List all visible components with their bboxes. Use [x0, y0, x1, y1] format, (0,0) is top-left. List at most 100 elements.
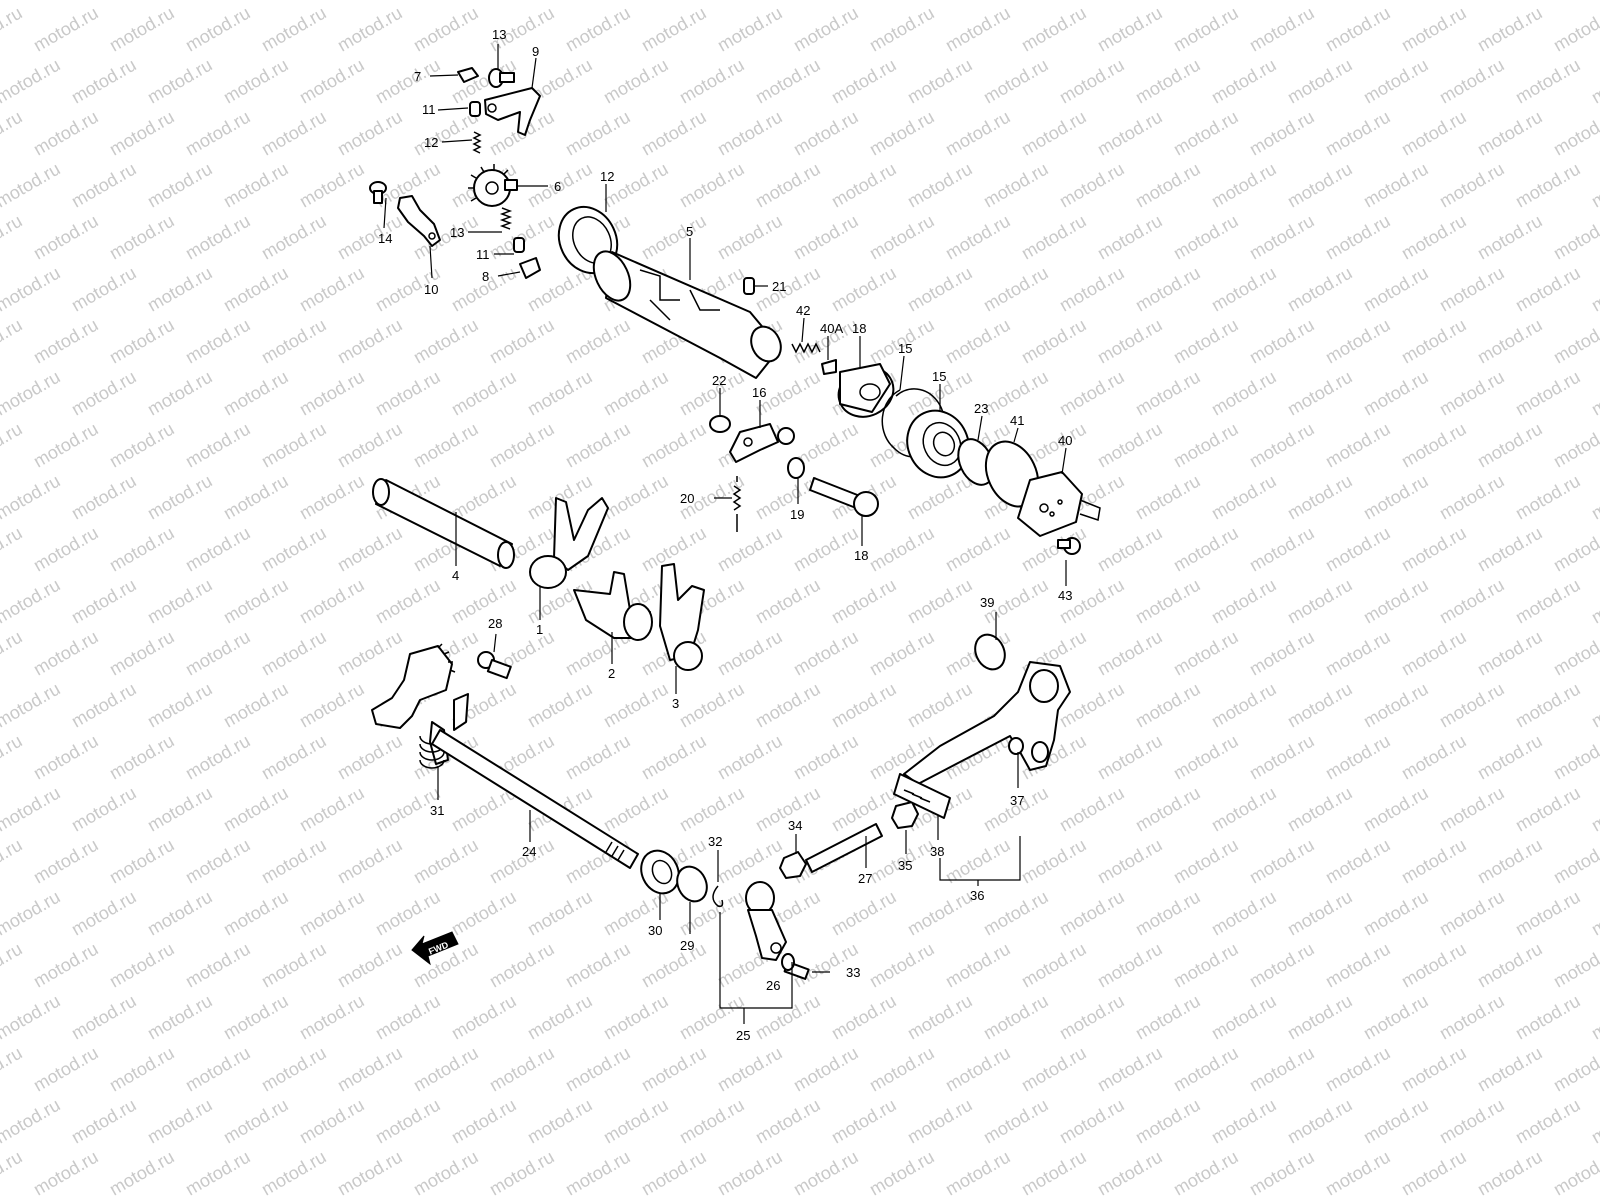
- watermark-text: motod.ru: [942, 939, 1014, 992]
- callout-16: 15: [932, 369, 946, 384]
- watermark-text: motod.ru: [980, 367, 1052, 420]
- callout-43: 41: [1010, 413, 1024, 428]
- watermark-text: motod.ru: [1436, 0, 1508, 3]
- watermark-text: motod.ru: [1094, 627, 1166, 680]
- watermark-text: motod.ru: [1512, 367, 1584, 420]
- watermark-text: motod.ru: [0, 3, 26, 56]
- watermark-text: motod.ru: [1512, 471, 1584, 524]
- watermark-text: motod.ru: [0, 1147, 26, 1200]
- watermark-text: motod.ru: [144, 1095, 216, 1148]
- watermark-text: motod.ru: [562, 1147, 634, 1200]
- watermark-text: motod.ru: [182, 3, 254, 56]
- watermark-text: motod.ru: [296, 367, 368, 420]
- part-23-pin: [743, 277, 755, 295]
- watermark-text: motod.ru: [30, 315, 102, 368]
- watermark-text: motod.ru: [182, 835, 254, 888]
- part-26-gearshift-shaft: [431, 729, 639, 869]
- watermark-text: motod.ru: [1436, 887, 1508, 940]
- part-31-washer: [676, 865, 708, 903]
- watermark-text: motod.ru: [1398, 107, 1470, 160]
- watermark-text: motod.ru: [182, 211, 254, 264]
- watermark-text: motod.ru: [1170, 1147, 1242, 1200]
- watermark-text: motod.ru: [30, 3, 102, 56]
- watermark-text: motod.ru: [714, 835, 786, 888]
- watermark-text: motod.ru: [296, 55, 368, 108]
- watermark-text: motod.ru: [828, 263, 900, 316]
- watermark-text: motod.ru: [410, 1043, 482, 1096]
- watermark-text: motod.ru: [1550, 835, 1600, 888]
- watermark-text: motod.ru: [1094, 211, 1166, 264]
- watermark-text: motod.ru: [1132, 783, 1204, 836]
- watermark-text: motod.ru: [144, 367, 216, 420]
- watermark-text: motod.ru: [638, 1147, 710, 1200]
- part-11-pin-upper: [469, 101, 481, 117]
- watermark-text: motod.ru: [486, 835, 558, 888]
- watermark-text: motod.ru: [828, 679, 900, 732]
- watermark-text: motod.ru: [752, 679, 824, 732]
- watermark-text: motod.ru: [600, 783, 672, 836]
- watermark-text: motod.ru: [182, 1043, 254, 1096]
- watermark-text: motod.ru: [334, 523, 406, 576]
- watermark-text: motod.ru: [904, 991, 976, 1044]
- watermark-text: motod.ru: [106, 1147, 178, 1200]
- watermark-text: motod.ru: [0, 159, 64, 212]
- watermark-text: motod.ru: [106, 835, 178, 888]
- watermark-text: motod.ru: [524, 1095, 596, 1148]
- callout-25: 23: [974, 401, 988, 416]
- watermark-text: motod.ru: [372, 367, 444, 420]
- watermark-text: motod.ru: [0, 991, 64, 1044]
- watermark-text: motod.ru: [1322, 1043, 1394, 1096]
- part-32-oil-seal: [640, 849, 680, 895]
- watermark-text: motod.ru: [1360, 0, 1432, 3]
- watermark-text: motod.ru: [296, 991, 368, 1044]
- callout-33: 31: [430, 803, 444, 818]
- watermark-text: motod.ru: [1056, 55, 1128, 108]
- watermark-text: motod.ru: [714, 731, 786, 784]
- watermark-text: motod.ru: [372, 575, 444, 628]
- watermark-text: motod.ru: [334, 315, 406, 368]
- watermark-text: motod.ru: [980, 0, 1052, 3]
- watermark-text: motod.ru: [1094, 1147, 1166, 1200]
- watermark-text: motod.ru: [1512, 159, 1584, 212]
- part-40-gearshift-lever: [893, 661, 1071, 819]
- watermark-text: motod.ru: [676, 1095, 748, 1148]
- callout-14: 14: [378, 231, 392, 246]
- callout-15: 13: [492, 27, 506, 42]
- watermark-text: motod.ru: [1360, 679, 1432, 732]
- watermark-text: motod.ru: [1588, 263, 1600, 316]
- watermark-text: motod.ru: [1284, 0, 1356, 3]
- watermark-text: motod.ru: [144, 679, 216, 732]
- watermark-text: motod.ru: [1360, 263, 1432, 316]
- watermark-text: motod.ru: [1436, 367, 1508, 420]
- watermark-text: motod.ru: [752, 55, 824, 108]
- watermark-text: motod.ru: [676, 55, 748, 108]
- watermark-text: motod.ru: [486, 315, 558, 368]
- watermark-text: motod.ru: [1284, 679, 1356, 732]
- watermark-text: motod.ru: [1474, 1147, 1546, 1200]
- watermark-text: motod.ru: [1550, 1043, 1600, 1096]
- watermark-text: motod.ru: [980, 783, 1052, 836]
- watermark-text: motod.ru: [220, 679, 292, 732]
- callout-17: 15: [898, 341, 912, 356]
- watermark-text: motod.ru: [144, 575, 216, 628]
- watermark-text: motod.ru: [296, 679, 368, 732]
- watermark-text: motod.ru: [1398, 523, 1470, 576]
- watermark-text: motod.ru: [1398, 1147, 1470, 1200]
- watermark-text: motod.ru: [0, 887, 64, 940]
- watermark-text: motod.ru: [106, 523, 178, 576]
- watermark-text: motod.ru: [258, 627, 330, 680]
- watermark-text: motod.ru: [1436, 263, 1508, 316]
- callout-23: 21: [772, 279, 786, 294]
- part-29-gearshift-rod: [805, 823, 883, 873]
- watermark-text: motod.ru: [0, 523, 26, 576]
- watermark-text: motod.ru: [866, 1147, 938, 1200]
- watermark-text: motod.ru: [1246, 1147, 1318, 1200]
- watermark-text: motod.ru: [1208, 367, 1280, 420]
- watermark-text: motod.ru: [1284, 55, 1356, 108]
- watermark-text: motod.ru: [0, 107, 26, 160]
- part-24-circlip: [709, 415, 731, 433]
- watermark-text: motod.ru: [1170, 1043, 1242, 1096]
- watermark-text: motod.ru: [1094, 731, 1166, 784]
- watermark-text: motod.ru: [980, 55, 1052, 108]
- watermark-text: motod.ru: [296, 0, 368, 3]
